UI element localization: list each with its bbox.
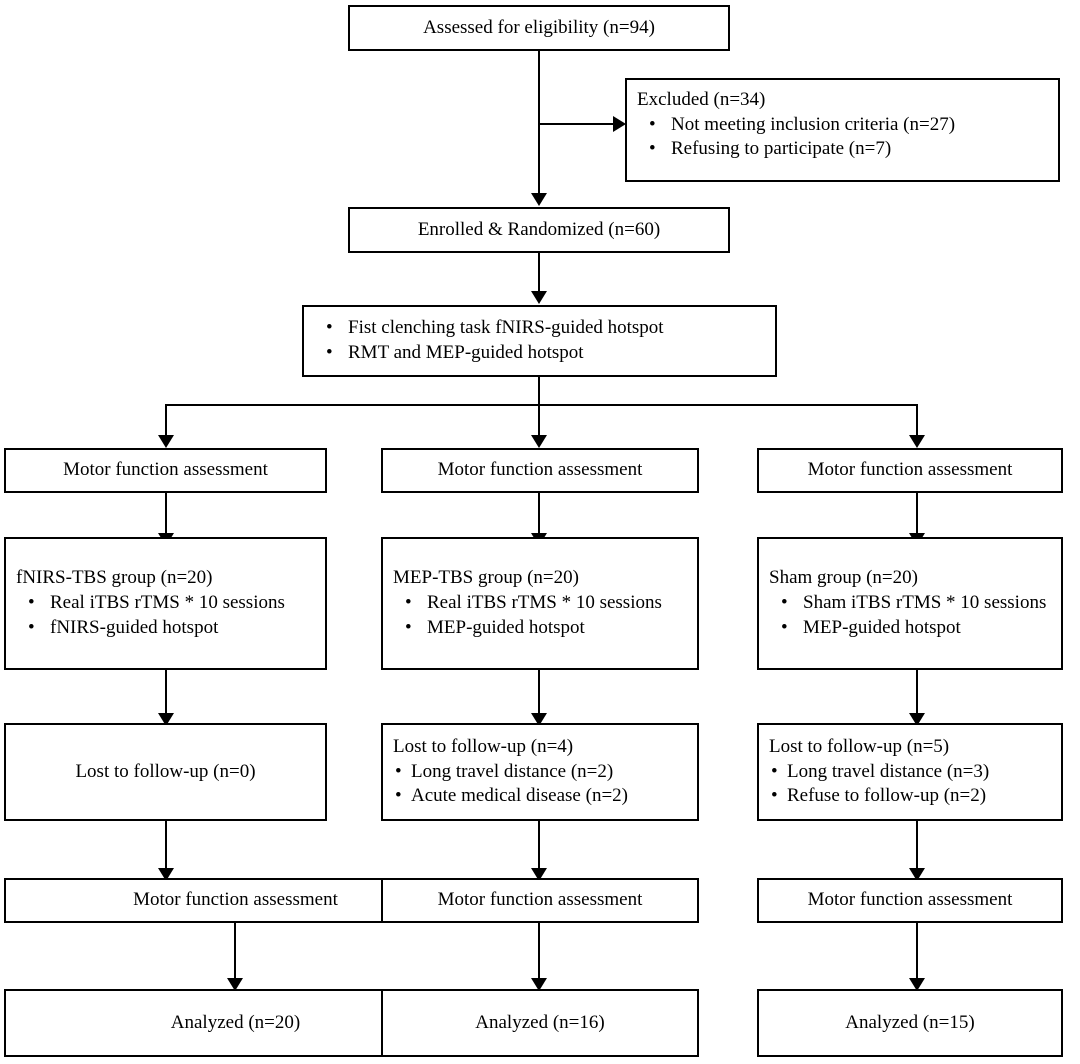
baseline-content: Fist clenching task fNIRS-guided hotspot… [304,316,775,365]
box-arm3-assessment-post: Motor function assessment [757,878,1063,923]
box-arm1-lost: Lost to follow-up (n=0) [4,723,327,821]
arm2-assessment-pre-label: Motor function assessment [437,459,643,481]
arrowhead-arm2-post-to-analyzed [531,978,547,991]
arm1-lost-header: Lost to follow-up (n=0) [75,760,256,782]
list-item: Long travel distance (n=3) [769,760,1051,785]
list-item: MEP-guided hotspot [393,616,687,641]
arm2-group-content: MEP-TBS group (n=20) Real iTBS rTMS * 10… [383,566,697,640]
arm3-assessment-post-label: Motor function assessment [807,889,1013,911]
connector-arm3-lost-to-post [916,821,918,875]
arrowhead-arm2-lost-to-post [531,868,547,881]
connector-split-left [165,404,167,437]
arm3-lost-list: Long travel distance (n=3) Refuse to fol… [769,760,1051,809]
connector-arm2-pre-to-group [538,493,540,535]
arrowhead-arm2-group-to-lost [531,713,547,726]
baseline-list: Fist clenching task fNIRS-guided hotspot… [314,316,765,365]
list-item: fNIRS-guided hotspot [16,616,315,641]
connector-split-bus [165,404,918,406]
list-item: Real iTBS rTMS * 10 sessions [16,591,315,616]
list-item: Fist clenching task fNIRS-guided hotspot [314,316,765,341]
excluded-list: Not meeting inclusion criteria (n=27) Re… [637,113,1048,162]
list-item: MEP-guided hotspot [769,616,1051,641]
arm1-lost-content: Lost to follow-up (n=0) [6,760,325,785]
connector-split-right [916,404,918,437]
arm3-group-content: Sham group (n=20) Sham iTBS rTMS * 10 se… [759,566,1061,640]
connector-arm1-lost-to-post [165,821,167,875]
connector-arm3-pre-to-group [916,493,918,535]
list-item: Acute medical disease (n=2) [393,784,687,809]
arrowhead-arm1-post-to-analyzed [227,978,243,991]
arm1-assessment-pre-label: Motor function assessment [63,459,268,481]
box-enrolled-randomized: Enrolled & Randomized (n=60) [348,207,730,253]
arm3-assessment-pre-label: Motor function assessment [807,459,1013,481]
arrowhead-split-center [531,435,547,448]
arrowhead-arm3-post-to-analyzed [909,978,925,991]
box-arm2-analyzed: Analyzed (n=16) [381,989,699,1057]
box-arm2-group: MEP-TBS group (n=20) Real iTBS rTMS * 10… [381,537,699,670]
connector-assessed-to-enrolled [538,51,540,195]
box-arm1-group: fNIRS-TBS group (n=20) Real iTBS rTMS * … [4,537,327,670]
box-baseline-procedures: Fist clenching task fNIRS-guided hotspot… [302,305,777,377]
list-item: Long travel distance (n=2) [393,760,687,785]
arrowhead-to-excluded [613,116,626,132]
list-item: Real iTBS rTMS * 10 sessions [393,591,687,616]
connector-baseline-trunk [538,377,540,437]
arm3-lost-header: Lost to follow-up (n=5) [769,735,950,757]
arrowhead-arm1-group-to-lost [158,713,174,726]
connector-arm3-group-to-lost [916,670,918,720]
arrowhead-arm3-group-to-lost [909,713,925,726]
box-assessed-for-eligibility: Assessed for eligibility (n=94) [348,5,730,51]
list-item: RMT and MEP-guided hotspot [314,341,765,366]
box-arm3-analyzed: Analyzed (n=15) [757,989,1063,1057]
arrowhead-split-left [158,435,174,448]
enrolled-label: Enrolled & Randomized (n=60) [417,218,661,240]
arm2-analyzed-label: Analyzed (n=16) [475,1011,605,1033]
connector-arm2-lost-to-post [538,821,540,875]
arm1-group-header: fNIRS-TBS group (n=20) [16,567,213,589]
box-arm3-assessment-pre: Motor function assessment [757,448,1063,493]
arm2-lost-content: Lost to follow-up (n=4) Long travel dist… [383,735,697,809]
connector-arm1-post-to-analyzed [234,923,236,983]
arrowhead-split-right [909,435,925,448]
assessed-label: Assessed for eligibility (n=94) [423,16,655,38]
arm2-group-list: Real iTBS rTMS * 10 sessions MEP-guided … [393,591,687,640]
connector-arm2-group-to-lost [538,670,540,720]
excluded-content: Excluded (n=34) Not meeting inclusion cr… [627,88,1058,162]
box-arm3-lost: Lost to follow-up (n=5) Long travel dist… [757,723,1063,821]
arrowhead-arm1-lost-to-post [158,868,174,881]
connector-to-excluded [540,123,617,125]
arrowhead-assessed-to-enrolled [531,193,547,206]
arm2-assessment-post-label: Motor function assessment [437,889,643,911]
box-arm2-lost: Lost to follow-up (n=4) Long travel dist… [381,723,699,821]
arm1-group-content: fNIRS-TBS group (n=20) Real iTBS rTMS * … [6,566,325,640]
arm2-lost-list: Long travel distance (n=2) Acute medical… [393,760,687,809]
box-arm2-assessment-pre: Motor function assessment [381,448,699,493]
arm1-analyzed-label: Analyzed (n=20) [170,1011,301,1033]
list-item: Sham iTBS rTMS * 10 sessions [769,591,1051,616]
arm1-assessment-post-label: Motor function assessment [133,889,338,911]
arm3-lost-content: Lost to follow-up (n=5) Long travel dist… [759,735,1061,809]
connector-arm3-post-to-analyzed [916,923,918,983]
list-item: Refusing to participate (n=7) [637,137,1048,162]
box-arm2-assessment-post: Motor function assessment [381,878,699,923]
arm1-group-list: Real iTBS rTMS * 10 sessions fNIRS-guide… [16,591,315,640]
connector-arm1-group-to-lost [165,670,167,720]
box-excluded: Excluded (n=34) Not meeting inclusion cr… [625,78,1060,182]
list-item: Not meeting inclusion criteria (n=27) [637,113,1048,138]
arm2-group-header: MEP-TBS group (n=20) [393,567,579,589]
arm3-group-header: Sham group (n=20) [769,567,918,589]
arm3-group-list: Sham iTBS rTMS * 10 sessions MEP-guided … [769,591,1051,640]
box-arm1-assessment-pre: Motor function assessment [4,448,327,493]
connector-arm2-post-to-analyzed [538,923,540,983]
arrowhead-enrolled-to-baseline [531,291,547,304]
connector-enrolled-to-baseline [538,253,540,293]
arrowhead-arm3-lost-to-post [909,868,925,881]
excluded-header: Excluded (n=34) [637,89,766,110]
arm3-analyzed-label: Analyzed (n=15) [845,1011,975,1033]
arm2-lost-header: Lost to follow-up (n=4) [393,735,574,757]
list-item: Refuse to follow-up (n=2) [769,784,1051,809]
box-arm3-group: Sham group (n=20) Sham iTBS rTMS * 10 se… [757,537,1063,670]
connector-arm1-pre-to-group [165,493,167,535]
